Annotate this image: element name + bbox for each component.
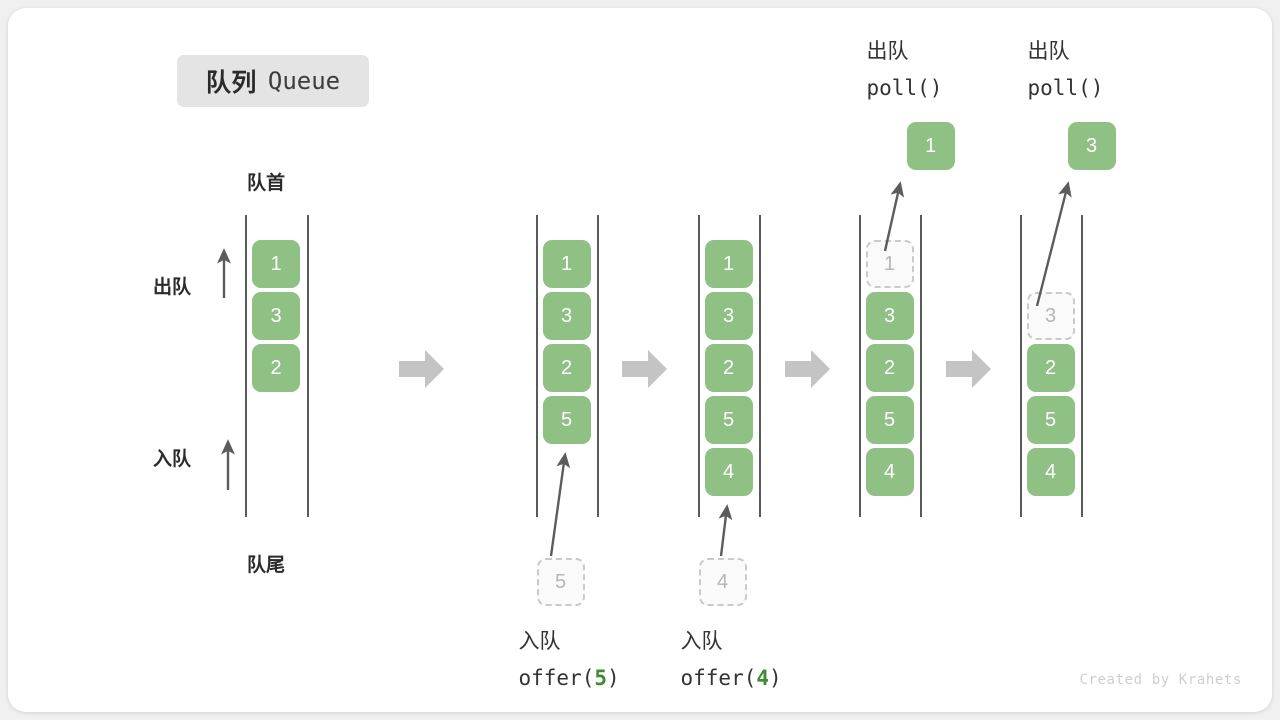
operation-caption-cn: 入队 <box>518 630 561 653</box>
queue-rail <box>597 215 599 517</box>
queue-element: 4 <box>865 448 914 496</box>
queue-element: 5 <box>542 396 591 444</box>
queue-element: 4 <box>1026 448 1075 496</box>
queue-element: 4 <box>704 448 753 496</box>
offer-4-arrow <box>718 504 733 557</box>
queue-rail <box>1020 215 1022 517</box>
queue-element: 5 <box>865 396 914 444</box>
operation-caption-cn: 出队 <box>1027 40 1070 63</box>
queue-rail <box>1081 215 1083 517</box>
queue-element-ghost: 1 <box>865 240 914 288</box>
pending-element-ghost: 4 <box>698 558 747 606</box>
operation-caption-poll-3-top: 出队 poll() <box>1028 34 1104 106</box>
title-chinese: 队列 <box>205 69 257 97</box>
queue-element-ghost: 3 <box>1026 292 1075 340</box>
diagram-title-badge: 队列 Queue <box>177 55 369 107</box>
stage-separator-arrow-2 <box>622 348 668 390</box>
dequeue-direction-label: 出队 <box>153 277 192 298</box>
queue-element: 5 <box>704 396 753 444</box>
queue-element: 3 <box>252 292 300 340</box>
operation-argument: 5 <box>594 666 608 690</box>
operation-caption-code: poll() <box>1027 76 1104 100</box>
queue-head-label: 队首 <box>247 173 286 194</box>
queue-element: 5 <box>1026 396 1075 444</box>
offer-5-arrow <box>549 452 571 557</box>
queue-rail <box>245 215 247 517</box>
queue-rail <box>307 215 309 517</box>
queue-element: 3 <box>865 292 914 340</box>
popped-element: 3 <box>1067 122 1116 170</box>
operation-caption-offer-5-bottom: 入队 offer(5) <box>519 624 620 696</box>
operation-caption-poll-1-top: 出队 poll() <box>867 34 943 106</box>
queue-element: 2 <box>865 344 914 392</box>
stage-separator-arrow-4 <box>946 348 992 390</box>
queue-element: 2 <box>704 344 753 392</box>
queue-element: 2 <box>542 344 591 392</box>
stage-separator-arrow-3 <box>785 348 831 390</box>
stage-separator-arrow-1 <box>399 348 445 390</box>
enqueue-direction-label: 入队 <box>153 449 192 470</box>
operation-caption-code: offer(5) <box>518 666 620 690</box>
operation-argument: 4 <box>756 666 770 690</box>
pending-element-ghost: 5 <box>536 558 585 606</box>
queue-rail <box>759 215 761 517</box>
queue-rail <box>536 215 538 517</box>
operation-caption-offer-4-bottom: 入队 offer(4) <box>681 624 782 696</box>
title-english: Queue <box>267 67 341 95</box>
poll-3-arrow <box>1035 181 1072 307</box>
queue-rail <box>920 215 922 517</box>
queue-element: 3 <box>542 292 591 340</box>
queue-rail <box>859 215 861 517</box>
watermark-credit: Created by Krahets <box>1079 672 1242 688</box>
queue-element: 2 <box>1026 344 1075 392</box>
queue-rail <box>698 215 700 517</box>
queue-element: 3 <box>704 292 753 340</box>
queue-tail-label: 队尾 <box>247 555 286 576</box>
queue-element: 1 <box>252 240 300 288</box>
operation-caption-code: offer(4) <box>680 666 782 690</box>
popped-element: 1 <box>906 122 955 170</box>
queue-element: 2 <box>252 344 300 392</box>
queue-element: 1 <box>542 240 591 288</box>
queue-element: 1 <box>704 240 753 288</box>
operation-caption-code: poll() <box>866 76 943 100</box>
operation-caption-cn: 入队 <box>680 630 723 653</box>
operation-caption-cn: 出队 <box>866 40 909 63</box>
